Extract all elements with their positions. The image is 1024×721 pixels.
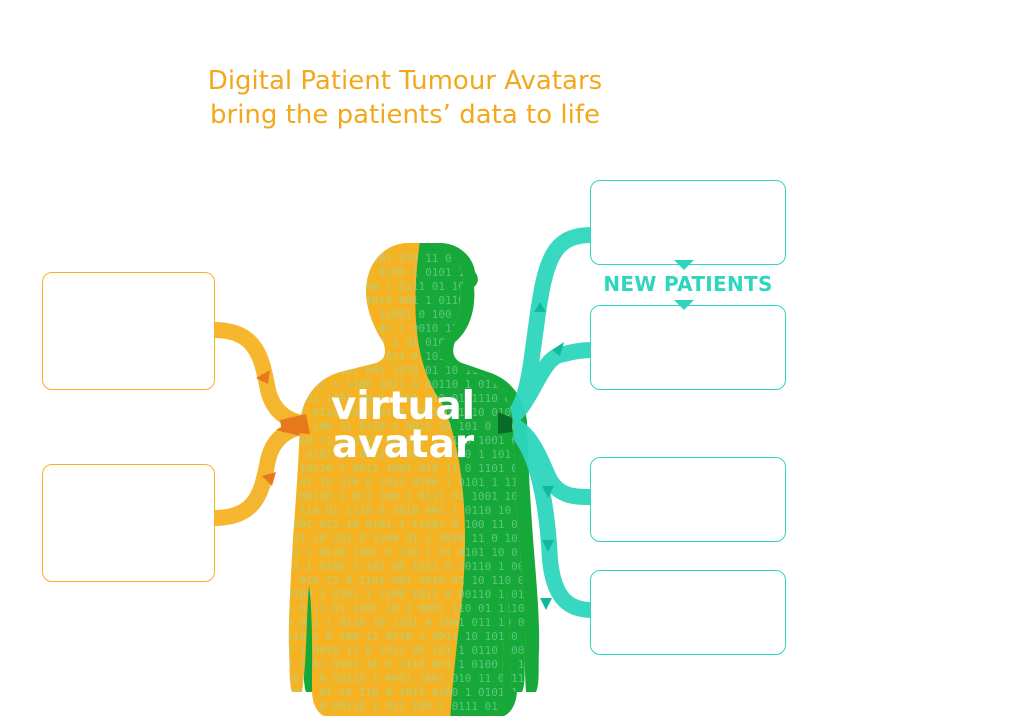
connector-right-2 xyxy=(498,342,593,430)
binary-row: 1 0101 1 1100 1011 0 00110 1 011 100 1 0… xyxy=(286,378,558,391)
binary-row: 1 0 100 11 0110 1 0011 10 101 0 1100 01 … xyxy=(286,420,558,433)
binary-row: 0 1 01 0101 10 0 1110 001 1 0100 1 101 0… xyxy=(286,658,558,671)
right-box-2[interactable] xyxy=(590,305,786,390)
binary-row: 011 10 0101 1 11001 0 100 11 0110 1 0011 xyxy=(286,308,551,321)
binary-row: 0100 1 101 00 1011 0 10110 1 0011 1001 0… xyxy=(286,350,558,363)
binary-row: 10 101 0 1100 01 1 0010 11 0 1011 00 101… xyxy=(286,322,564,335)
binary-row: 11001 0 100 11 0110 1 0011 10 101 0 1100… xyxy=(286,630,564,643)
binary-row: 10 110 0 1011 0100 1 0101 1 1100 1011 0 … xyxy=(286,266,558,279)
right-box-1[interactable] xyxy=(590,180,786,265)
binary-row: 0 001 1 0110 10 1101 0 1001 011 10 0101 … xyxy=(286,616,558,629)
binary-row: 0100 1 0101 1 1100 1011 0 00110 1 011 10… xyxy=(286,588,558,601)
diagram-title: Digital Patient Tumour Avatars bring the… xyxy=(150,64,660,132)
binary-row: 11 01 1001 10 1 0001 110 01 1110 0 1010 … xyxy=(286,392,564,405)
binary-row: 0110 1 011 100 1 0111 01 1001 10 1 0001 … xyxy=(286,280,564,293)
binary-row: 0110 1001 0 110 1 01 0101 10 0 1110 001 … xyxy=(286,336,558,349)
connector-right-4 xyxy=(497,414,593,618)
right-connectors xyxy=(497,227,593,618)
right-box-3[interactable] xyxy=(590,457,786,542)
left-box-bottom[interactable] xyxy=(42,464,215,582)
binary-row: 011 10 101 0 1100 01 1 0010 11 0 1011 00… xyxy=(286,532,564,545)
avatar-label-line-1: virtual xyxy=(330,384,476,429)
left-junction xyxy=(280,414,310,434)
title-line-1: Digital Patient Tumour Avatars xyxy=(207,66,603,96)
new-patients-label: NEW PATIENTS xyxy=(603,272,773,296)
binary-row: 1010 01 10 110 0 1011 0100 1 0101 1 1100 xyxy=(286,686,551,699)
binary-row: 1011 0 10110 1 0011 1001 010 11 0 1101 0… xyxy=(286,672,564,685)
binary-row: 01 1 0110 1001 0 110 1 01 0101 10 0 1110… xyxy=(286,546,564,559)
avatar-label-line-2: avatar xyxy=(331,422,475,467)
binary-row: 1 1 0110 10 1101 0 1001 011 10 0101 1 11… xyxy=(286,406,564,419)
title-line-2: bring the patients’ data to life xyxy=(210,100,600,130)
right-box-4[interactable] xyxy=(590,570,786,655)
binary-row: 1 1 0010 11 0 1011 00 101 1 0110 1001 0 … xyxy=(286,644,564,657)
binary-row: 0010 11 0 1011 00 101 1 0110 1001 0 110 … xyxy=(286,434,558,447)
binary-row: 1 110 01 1110 0 1010 001 1 0110 10 1101 … xyxy=(286,504,558,517)
binary-row: 1011 0 00110 1 011 100 1 0111 01 1001 10… xyxy=(286,700,564,713)
binary-row: 0 10110 1 0011 1001 010 11 0 1101 001 10… xyxy=(286,462,558,475)
binary-row: 0 01 10 110 0 1011 0100 1 0101 1 1100 10… xyxy=(286,476,564,489)
binary-row: 1 0111 01 1001 10 1 0001 110 01 1110 0 1… xyxy=(286,602,564,615)
right-arrowheads xyxy=(534,302,564,610)
binary-row: 0 00110 1 011 100 1 0111 01 1001 10 1 00… xyxy=(286,490,558,503)
binary-row: 0 01 1110 0 1010 001 1 0110 10 1101 0 10… xyxy=(286,294,564,307)
virtual-avatar-label: virtual avatar xyxy=(318,384,488,467)
binary-row: 01 0101 10 0 1110 001 1 0100 1 101 00 10… xyxy=(286,448,564,461)
binary-row: 1 010 11 0 1101 001 1010 01 10 110 0 101… xyxy=(286,574,558,587)
binary-row: 0110 1 0011 1001 010 11 0 1101 001 1010 … xyxy=(286,252,564,265)
right-junction xyxy=(498,412,512,434)
left-box-top[interactable] xyxy=(42,272,215,390)
binary-row: 01 1 0100 1 101 00 1011 0 10110 1 0011 1… xyxy=(286,560,564,573)
binary-row: 1001 011 10 0101 1 11001 0 100 11 0110 1… xyxy=(286,518,564,531)
